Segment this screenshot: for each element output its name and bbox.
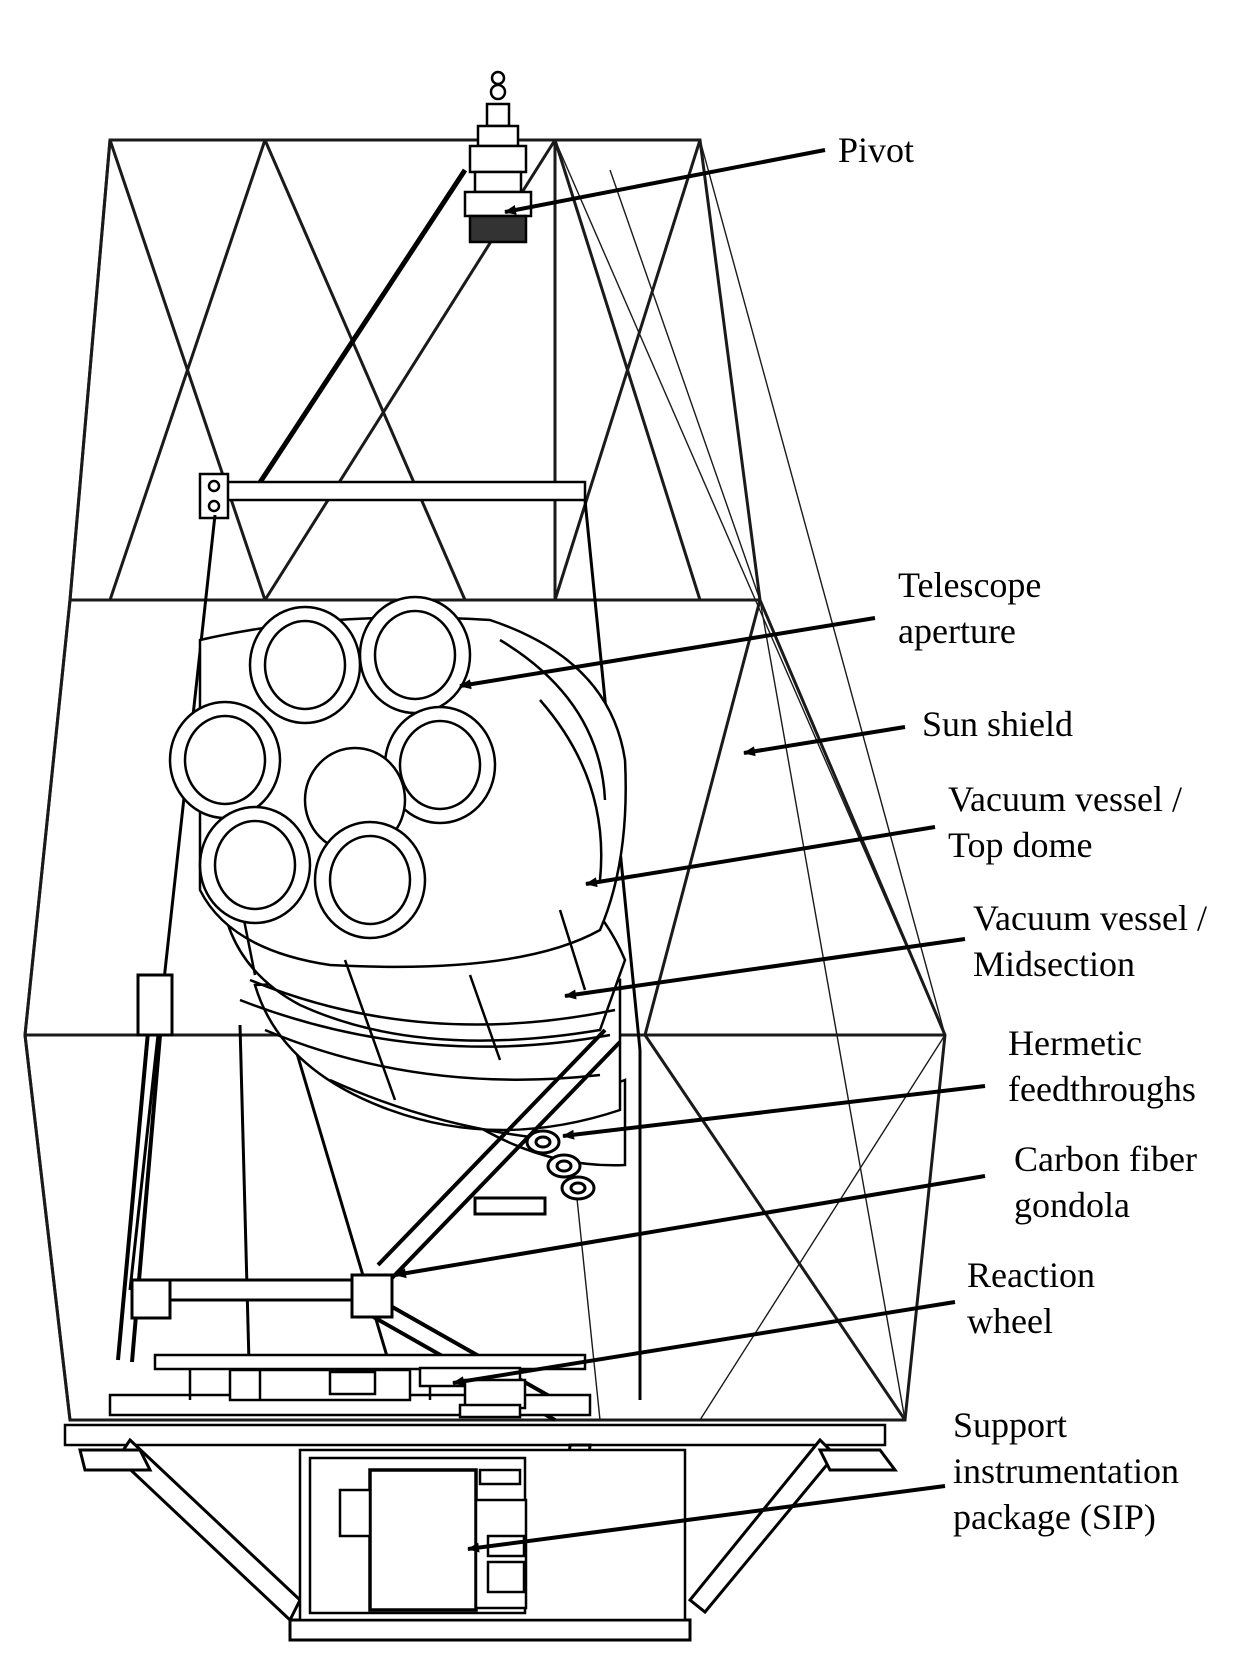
reaction-wheel — [418, 1366, 527, 1419]
label-line: instrumentation — [953, 1451, 1179, 1491]
label-sip: Support instrumentation package (SIP) — [953, 1402, 1179, 1540]
arrow-telescope-aperture — [459, 616, 876, 690]
label-carbon-fiber-gondola: Carbon fiber gondola — [1014, 1136, 1197, 1228]
carbon-fiber-gondola — [116, 973, 622, 1422]
label-telescope-aperture: Telescope aperture — [898, 562, 1041, 654]
upper-cross-bar — [198, 472, 587, 520]
arrow-gondola — [394, 1174, 986, 1279]
label-line: Pivot — [838, 130, 915, 170]
gondola-base-deck — [63, 1353, 887, 1447]
label-line: gondola — [1014, 1185, 1130, 1225]
label-line: Midsection — [973, 944, 1135, 984]
sun-shield-thin-lines — [554, 139, 946, 1421]
label-sun-shield: Sun shield — [922, 701, 1073, 747]
arrow-midsection — [564, 937, 966, 1000]
label-line: Hermetic — [1008, 1023, 1142, 1063]
label-line: feedthroughs — [1008, 1069, 1196, 1109]
arrow-top-dome — [585, 825, 936, 888]
label-reaction-wheel: Reaction wheel — [967, 1252, 1095, 1344]
label-pivot: Pivot — [838, 127, 914, 173]
pivot-assembly — [252, 70, 533, 492]
label-line: Support — [953, 1405, 1068, 1445]
arrow-hermetic — [562, 1084, 986, 1140]
support-instrumentation-package — [298, 1448, 687, 1622]
label-vacuum-top-dome: Vacuum vessel / Top dome — [948, 776, 1182, 868]
telescope-apertures — [168, 595, 497, 940]
label-line: Top dome — [948, 825, 1093, 865]
label-line: Sun shield — [922, 704, 1074, 744]
label-line: Vacuum vessel / — [973, 898, 1207, 938]
arrow-sun-shield — [743, 725, 906, 757]
label-hermetic-feedthroughs: Hermetic feedthroughs — [1008, 1020, 1196, 1112]
hermetic-feedthrough-ports — [473, 1129, 596, 1216]
arrow-sip — [467, 1484, 946, 1553]
label-line: wheel — [967, 1301, 1053, 1341]
callout-arrows — [394, 148, 986, 1553]
label-line: Carbon fiber — [1014, 1139, 1197, 1179]
label-line: aperture — [898, 611, 1016, 651]
label-line: Telescope — [898, 565, 1042, 605]
label-line: Vacuum vessel / — [948, 779, 1182, 819]
label-vacuum-midsection: Vacuum vessel / Midsection — [973, 895, 1207, 987]
arrow-pivot — [504, 148, 826, 215]
label-line: package (SIP) — [953, 1497, 1156, 1537]
label-line: Reaction — [967, 1255, 1095, 1295]
arrow-reaction-wheel — [452, 1300, 956, 1387]
